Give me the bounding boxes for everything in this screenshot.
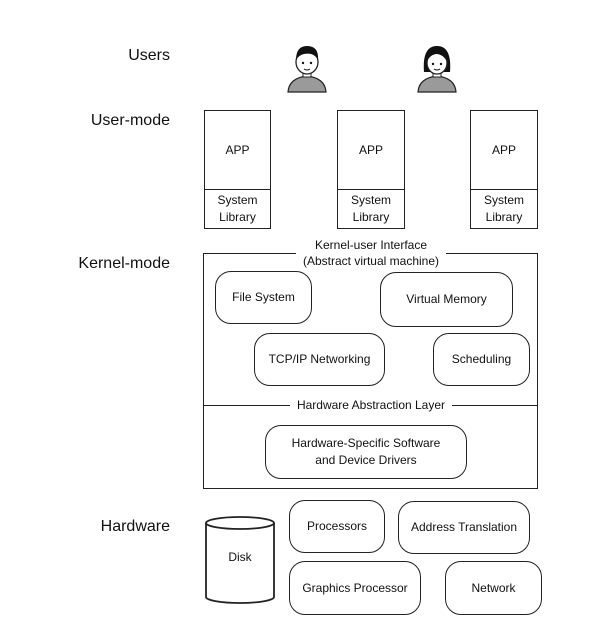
app-box-2: APP System Library bbox=[337, 110, 405, 229]
app-box-3: APP System Library bbox=[470, 110, 538, 229]
tcpip-networking-box: TCP/IP Networking bbox=[254, 333, 385, 386]
layer-label-user-mode: User-mode bbox=[90, 112, 170, 129]
hardware-abstraction-layer-label: Hardware Abstraction Layer bbox=[290, 397, 452, 413]
app-label: APP bbox=[471, 111, 537, 190]
file-system-box: File System bbox=[215, 271, 312, 324]
address-translation-box: Address Translation bbox=[398, 501, 530, 554]
layer-label-kernel-mode: Kernel-mode bbox=[78, 255, 170, 272]
layer-label-hardware: Hardware bbox=[100, 518, 170, 535]
kernel-user-interface-label: Kernel-user Interface (Abstract virtual … bbox=[296, 237, 446, 269]
disk-label: Disk bbox=[228, 550, 252, 564]
woman-user-icon bbox=[417, 46, 457, 93]
system-library-label: System Library bbox=[350, 193, 391, 224]
graphics-processor-box: Graphics Processor bbox=[289, 561, 421, 615]
virtual-memory-box: Virtual Memory bbox=[380, 272, 513, 327]
disk-cylinder bbox=[205, 516, 275, 604]
system-library-label: System Library bbox=[217, 193, 258, 224]
device-drivers-box: Hardware-Specific Software and Device Dr… bbox=[265, 425, 467, 479]
app-box-1: APP System Library bbox=[204, 110, 271, 229]
processors-box: Processors bbox=[289, 500, 385, 553]
network-box: Network bbox=[445, 561, 542, 615]
system-library-label: System Library bbox=[483, 193, 524, 224]
app-label: APP bbox=[205, 111, 270, 190]
man-user-icon bbox=[287, 46, 327, 93]
layer-label-users: Users bbox=[128, 47, 170, 64]
app-label: APP bbox=[338, 111, 404, 190]
scheduling-box: Scheduling bbox=[433, 333, 530, 386]
